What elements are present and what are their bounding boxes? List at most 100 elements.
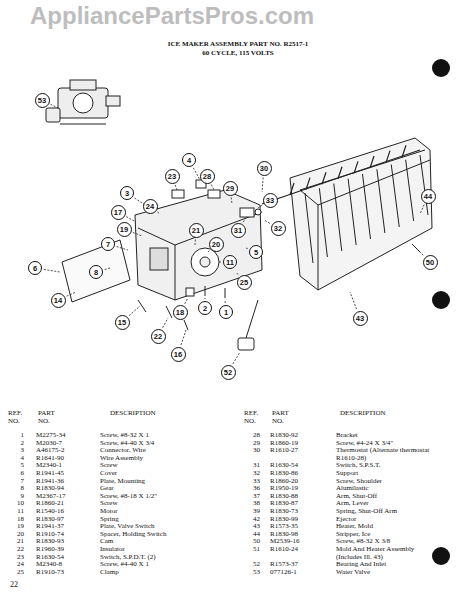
callout-number: 5	[254, 248, 258, 257]
callout-circle: 6	[28, 261, 42, 275]
callout-circle: 22	[151, 329, 166, 344]
part-description: Water Valve	[336, 569, 434, 577]
part-number: R1830-93	[36, 538, 64, 546]
part-description: Insulator	[100, 546, 236, 554]
leader-line	[205, 298, 206, 299]
leader-line	[126, 217, 136, 222]
ejector-blade	[338, 167, 342, 179]
callout-number: 29	[226, 184, 234, 193]
part-number: R1860-21	[36, 500, 64, 508]
callout-circle: 29	[223, 181, 238, 196]
callout-number: 6	[33, 264, 37, 273]
ref-number: 9	[6, 493, 24, 501]
callout-circle: 52	[221, 365, 236, 380]
part-description: Screw, #4-24 X 3/4"	[336, 440, 434, 448]
callout-number: 1	[224, 308, 228, 317]
callout-number: 33	[266, 196, 274, 205]
part-number: R1941-45	[36, 470, 64, 478]
part-description: Arm, Lever	[336, 500, 434, 508]
part-description: Cover	[100, 470, 236, 478]
callout-circle: 53	[35, 93, 50, 108]
leader-line	[233, 352, 240, 364]
leader-line	[117, 247, 128, 250]
part-number: M2340-8	[36, 561, 62, 569]
callout-number: 32	[274, 224, 282, 233]
ref-number: 3	[6, 447, 24, 455]
leader-line	[133, 232, 142, 236]
leader-line	[175, 185, 177, 190]
ejector-blade	[354, 161, 358, 173]
part-description: Gear	[100, 485, 236, 493]
ref-number: 53	[242, 569, 260, 577]
ref-number: 10	[6, 500, 24, 508]
column-header: REF. NO.	[8, 410, 34, 425]
callout-circle: 11	[223, 255, 237, 269]
leader-line	[258, 205, 262, 208]
part-description: Thermostat (Alternate thermostat R1610-2…	[336, 447, 434, 462]
part-number: R1610-24	[270, 546, 298, 554]
leader-line	[262, 177, 263, 192]
part-description: Stripper, Ice	[336, 531, 434, 539]
part-description: Screw	[100, 500, 236, 508]
callout-circle: 5	[249, 245, 263, 259]
callout-circle: 28	[200, 169, 215, 184]
callout-circle: 20	[209, 237, 224, 252]
ejector-blade	[386, 151, 390, 163]
callout-number: 43	[356, 314, 364, 323]
part-description: Plate, Mounting	[100, 478, 236, 486]
part-description: Cam	[100, 538, 236, 546]
ref-number: 44	[242, 531, 260, 539]
callout-number: 21	[192, 226, 200, 235]
part-number: R1830-92	[270, 432, 298, 440]
callout-circle: 50	[423, 255, 438, 270]
leader-line	[185, 298, 188, 304]
part-description: Mold And Heater Assembly (Includes Ill. …	[336, 546, 434, 561]
part-description: Screw, Shoulder	[336, 478, 434, 486]
callout-circle: 21	[189, 223, 204, 238]
ref-number: 8	[6, 485, 24, 493]
part-number: R1573-35	[270, 523, 298, 531]
callout-circle: 3	[120, 186, 134, 200]
ref-number: 29	[242, 440, 260, 448]
part-description: Screw, #4-40 X 1	[100, 561, 236, 569]
part-description: Screw	[100, 462, 236, 470]
ref-number: 11	[6, 508, 24, 516]
ref-number: 31	[242, 462, 260, 470]
part-number: R1950-19	[270, 485, 298, 493]
title: ICE MAKER ASSEMBLY PART NO. R2517-1	[0, 40, 476, 48]
part-description: Switch, S.P.S.T.	[336, 462, 434, 470]
ejector-blade	[402, 145, 406, 157]
callout-number: 22	[154, 332, 162, 341]
callout-circle: 19	[117, 222, 132, 237]
leader-line	[225, 300, 226, 303]
callout-circle: 17	[111, 205, 126, 220]
callout-circle: 8	[89, 265, 103, 279]
leader-line	[193, 168, 200, 180]
leader-line	[157, 212, 160, 214]
ref-number: 22	[6, 546, 24, 554]
part-description: Screw, #4-40 X 3/4	[100, 440, 236, 448]
subtitle: 60 CYCLE, 115 VOLTS	[0, 49, 476, 57]
column-header: REF. NO.	[244, 410, 270, 425]
callout-circle: 14	[51, 293, 66, 308]
column-header: PART NO.	[272, 410, 298, 425]
leader-line	[208, 251, 209, 252]
callout-number: 8	[94, 268, 98, 277]
part-number: R1830-86	[270, 470, 298, 478]
callout-circle: 30	[257, 161, 272, 176]
leader-line	[195, 239, 196, 245]
part-description: Spring	[100, 516, 236, 524]
part-description: Spacer, Holding Switch	[100, 531, 236, 539]
callout-circle: 2	[198, 301, 212, 315]
part-description: Plate, Valve Switch	[100, 523, 236, 531]
part-description: Alumilastic	[336, 485, 434, 493]
part-description: Support	[336, 470, 434, 478]
leader-line	[350, 292, 357, 309]
callout-circle: 18	[173, 305, 188, 320]
leader-line	[219, 262, 221, 263]
part-description: Bearing And Inlet	[336, 561, 434, 569]
callout-number: 20	[212, 240, 220, 249]
ref-number: 24	[6, 561, 24, 569]
